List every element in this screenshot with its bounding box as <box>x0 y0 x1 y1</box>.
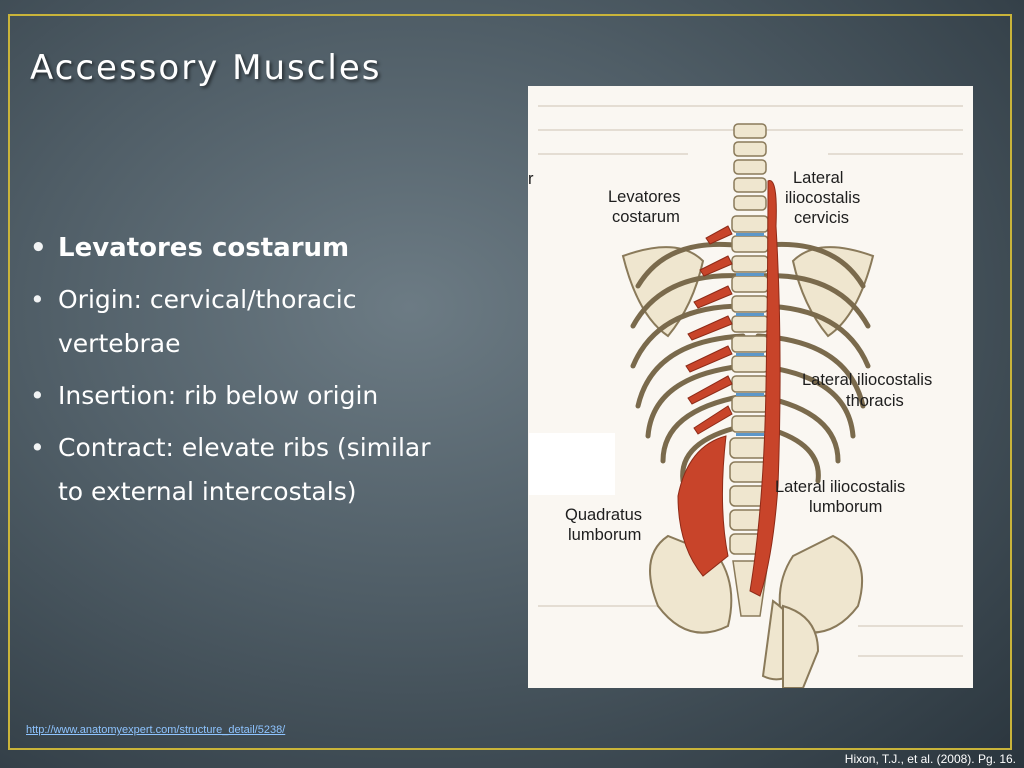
quadratus-lumborum-label: Quadratus <box>565 506 642 524</box>
citation-text: Hixon, T.J., et al. (2008). Pg. 16. <box>844 752 1016 766</box>
lateral-iliocostalis-lumborum-label: Lateral iliocostalis <box>775 478 905 496</box>
lateral-iliocostalis-thoracis-label: Lateral iliocostalis <box>802 371 932 389</box>
bullet-item: Levatores costarum <box>28 226 448 270</box>
lateral-iliocostalis-lumborum-label: lumborum <box>809 498 882 516</box>
lateral-iliocostalis-cervicis-label: Lateral <box>793 169 843 187</box>
lateral-iliocostalis-cervicis-label: iliocostalis <box>785 189 860 207</box>
anatomy-figure: r Levatores costarum Lateral iliocostali… <box>528 86 973 688</box>
slide-title: Accessory Muscles <box>30 48 382 88</box>
lateral-iliocostalis-cervicis-label: cervicis <box>794 209 849 227</box>
white-overlay-box <box>529 433 615 495</box>
bullet-item: Contract: elevate ribs (similar to exter… <box>28 426 448 514</box>
pelvis-shape <box>649 534 864 688</box>
bullet-list: Levatores costarum Origin: cervical/thor… <box>28 226 448 522</box>
figure-labels: r Levatores costarum Lateral iliocostali… <box>528 169 932 544</box>
spine-illustration: r Levatores costarum Lateral iliocostali… <box>528 105 963 688</box>
levatores-costarum-label: Levatores <box>608 188 680 206</box>
muscle-shape <box>677 180 781 597</box>
edge-mark-label: r <box>528 170 534 188</box>
slide-frame <box>8 14 1012 750</box>
lateral-iliocostalis-thoracis-label: thoracis <box>846 392 904 410</box>
source-link[interactable]: http://www.anatomyexpert.com/structure_d… <box>26 724 286 736</box>
bullet-item: Origin: cervical/thoracic vertebrae <box>28 278 448 366</box>
levatores-costarum-label: costarum <box>612 208 680 226</box>
bullet-item: Insertion: rib below origin <box>28 374 448 418</box>
quadratus-lumborum-label: lumborum <box>568 526 641 544</box>
